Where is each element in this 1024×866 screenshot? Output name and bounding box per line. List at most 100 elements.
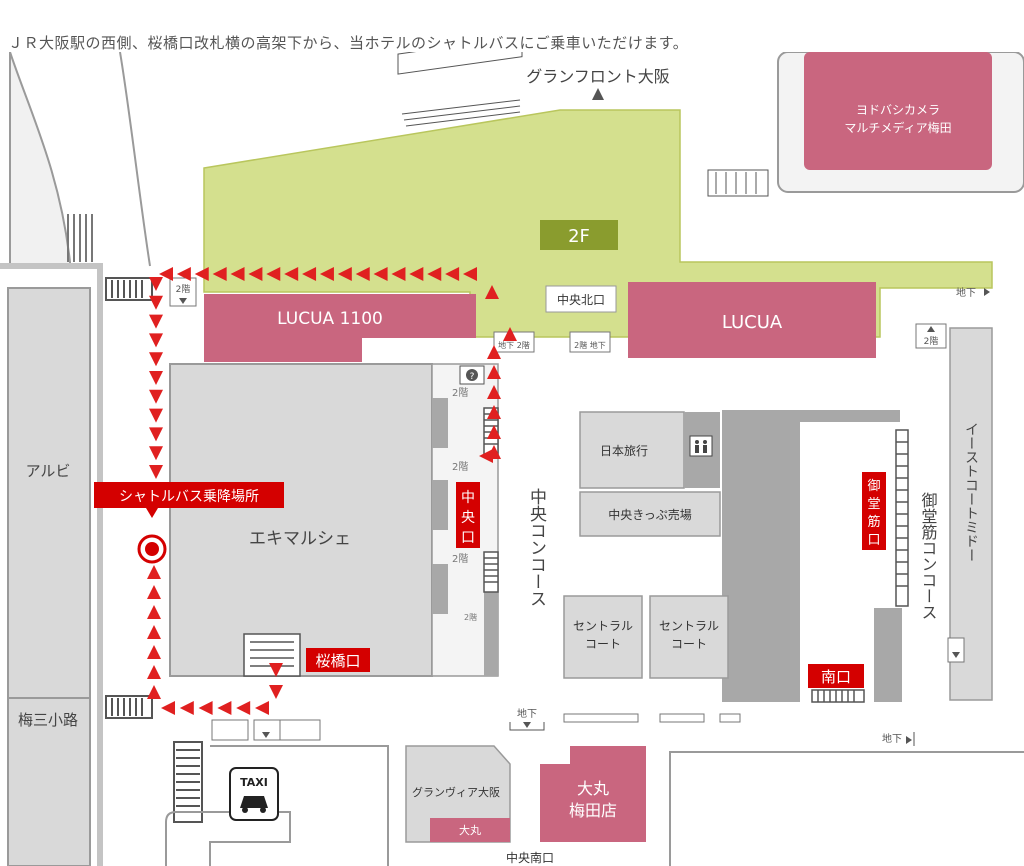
granvia-daimaru-strip [430, 818, 510, 842]
route-arrow [485, 285, 499, 299]
route-arrow [284, 267, 299, 281]
nihon-ryoko-building [579, 411, 685, 489]
albi-building [7, 287, 91, 699]
route-arrow [487, 405, 501, 419]
lucua1100-building [204, 294, 476, 362]
floor-marker-2f-left: 2階 [169, 277, 197, 307]
midosuji-guchi-label-1: 御 [867, 479, 880, 494]
station-map: 2F グランフロント大阪 ヨドバシカメラ マルチメディア梅田 アルビ 梅三小路 … [0, 52, 1024, 866]
route-arrow [487, 425, 501, 439]
chuoguchi-label: 中 [461, 490, 475, 506]
dash-bars-bottom [563, 713, 741, 723]
east-court-label: イーストコートミドー [963, 422, 979, 562]
stairs-sakurabashi [243, 633, 301, 677]
shuttle-stop-sign [94, 482, 284, 508]
bottom-right-road [669, 751, 1024, 866]
midosuji-concourse-label: 御堂筋コンコース [919, 492, 938, 620]
svg-text:2階: 2階 [452, 461, 468, 473]
route-arrow [479, 449, 493, 463]
central-court-2-line1: セントラル [659, 619, 719, 633]
road-curve-top [119, 52, 151, 267]
route-arrow [149, 408, 163, 423]
route-arrow [463, 267, 477, 281]
route-arrow [149, 314, 163, 329]
route-arrow [149, 465, 163, 479]
route-arrow [266, 267, 281, 281]
svg-text:2階: 2階 [452, 387, 468, 399]
route-arrow [149, 427, 163, 442]
daimaru-label-1: 大丸 [577, 779, 609, 798]
umesan-koji-label: 梅三小路 [18, 711, 78, 729]
shuttle-stop-label: シャトルバス乗降場所 [119, 489, 259, 505]
route-arrow [337, 267, 352, 281]
crosswalk-lower-horizontal [105, 695, 153, 719]
svg-text:TAXI: TAXI [240, 776, 268, 789]
svg-text:2階: 2階 [176, 284, 191, 295]
floor-marker-chika-right: 地下 [956, 286, 990, 299]
gray-pillars [432, 398, 498, 676]
central-court-1-line2: コート [585, 637, 621, 651]
route-arrow [149, 352, 163, 367]
route-arrow [248, 267, 263, 281]
floor-marker-chika-bottom-right: 地下 [882, 732, 915, 746]
chuo-concourse-label: 中央コンコース [526, 488, 547, 607]
bottom-left-curve [165, 811, 291, 866]
route-arrow [373, 267, 388, 281]
floor-marker-midosuji-side [947, 637, 965, 663]
taxi-icon: TAXI [229, 767, 279, 821]
crosswalk-left-top [67, 214, 93, 262]
floor-markers-side: 2階 2階 2階 2階 [452, 387, 477, 622]
route-arrow [149, 277, 163, 291]
granvia-daimaru-label: 大丸 [459, 823, 481, 837]
concourse-2f-badge [540, 220, 618, 250]
central-court-1 [563, 595, 643, 679]
route-arrow [391, 267, 406, 281]
chuoguchi-label-2: 央 [461, 510, 475, 526]
chuoguchi-label-3: 口 [461, 530, 475, 546]
chuo-kitaguchi-label: 中央北口 [557, 292, 605, 307]
svg-text:?: ? [470, 372, 475, 382]
yodobashi-building [804, 52, 992, 170]
midosuji-right-block [874, 608, 902, 702]
route-arrow [230, 267, 245, 281]
route-arrow [217, 701, 232, 715]
floor-marker-2f-right: 2階 [915, 323, 947, 349]
route-arrow [269, 685, 283, 699]
svg-text:2階 地下: 2階 地下 [574, 340, 606, 350]
nihon-ryoko-label: 日本旅行 [600, 444, 648, 458]
albi-label: アルビ [26, 462, 71, 480]
route-arrow [159, 267, 173, 281]
midosuji-guchi-label-2: 堂 [867, 497, 880, 512]
crosswalk-upper-horizontal [105, 277, 153, 301]
route-arrow [147, 685, 161, 699]
lucua1100-label: LUCUA 1100 [277, 309, 383, 329]
floor-2f-label: 2F [568, 226, 590, 247]
stairs-minami [811, 689, 865, 703]
route-arrow [212, 267, 227, 281]
ekimarche-building [169, 363, 433, 677]
route-arrow [409, 267, 424, 281]
chuo-kippu-building [579, 491, 721, 537]
route-arrow [161, 701, 175, 715]
route-arrow [147, 625, 161, 639]
route-arrow [236, 701, 251, 715]
midosuji-guchi-sign [862, 472, 886, 550]
midosuji-guchi-label-4: 口 [867, 533, 880, 548]
route-arrow [149, 295, 163, 310]
route-arrow [179, 701, 194, 715]
midosuji-guchi-label-3: 筋 [867, 514, 880, 530]
route-arrow [176, 267, 191, 281]
bus-stop-pin-icon [137, 534, 167, 564]
route-arrow [194, 267, 209, 281]
floor-marker-chika-nikai: 地下 2階 [493, 331, 535, 353]
route-arrow [487, 345, 501, 359]
lucua-building [628, 282, 876, 358]
umesan-koji-block [7, 697, 91, 866]
svg-text:地下: 地下 [517, 707, 537, 720]
route-arrow [269, 663, 283, 677]
svg-text:地下: 地下 [882, 732, 902, 745]
grand-front-arrow-icon [592, 88, 604, 100]
yodobashi-label-2: マルチメディア梅田 [844, 120, 951, 135]
route-arrow [445, 267, 460, 281]
crosswalk-bottom-left [173, 741, 203, 823]
